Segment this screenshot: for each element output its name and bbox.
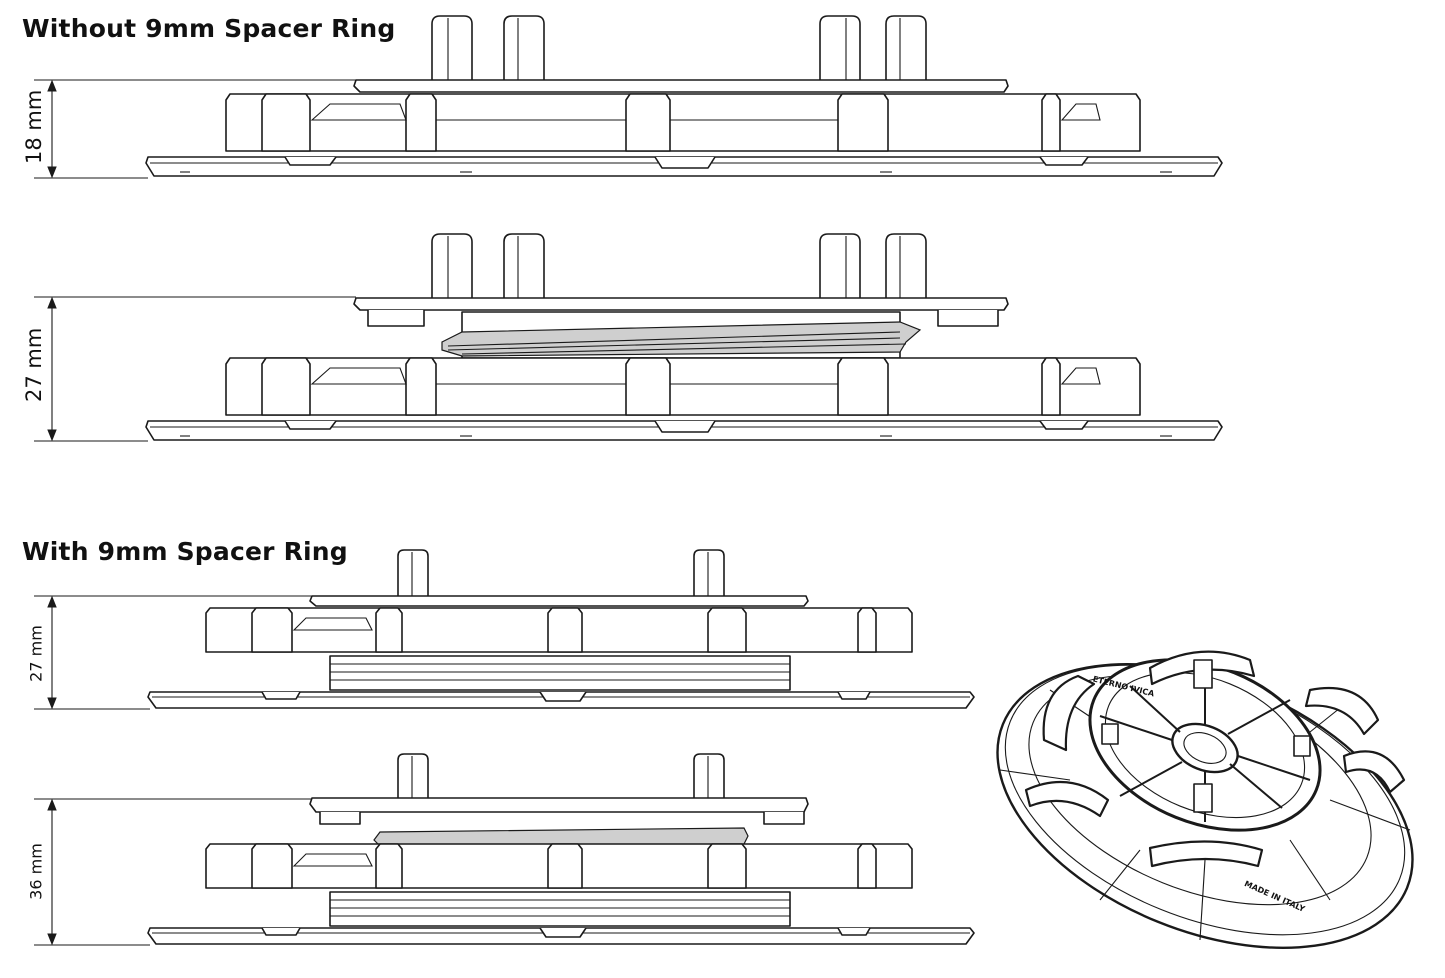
dimension-label-18mm: 18 mm [22,89,46,164]
pedestal-18mm [145,15,1223,177]
heading-with-spacer: With 9mm Spacer Ring [22,537,348,566]
pedestal-isometric-view [996,650,1414,949]
dimension-lines [34,79,356,946]
pedestal-27mm-large [145,233,1223,441]
dimension-label-27mm-small: 27 mm [26,625,46,682]
dimension-label-27mm-large: 27 mm [22,327,46,402]
pedestal-27mm-small [147,549,975,709]
heading-without-spacer: Without 9mm Spacer Ring [22,14,396,43]
pedestal-36mm-small [147,753,975,945]
dimension-label-36mm-small: 36 mm [26,843,46,900]
